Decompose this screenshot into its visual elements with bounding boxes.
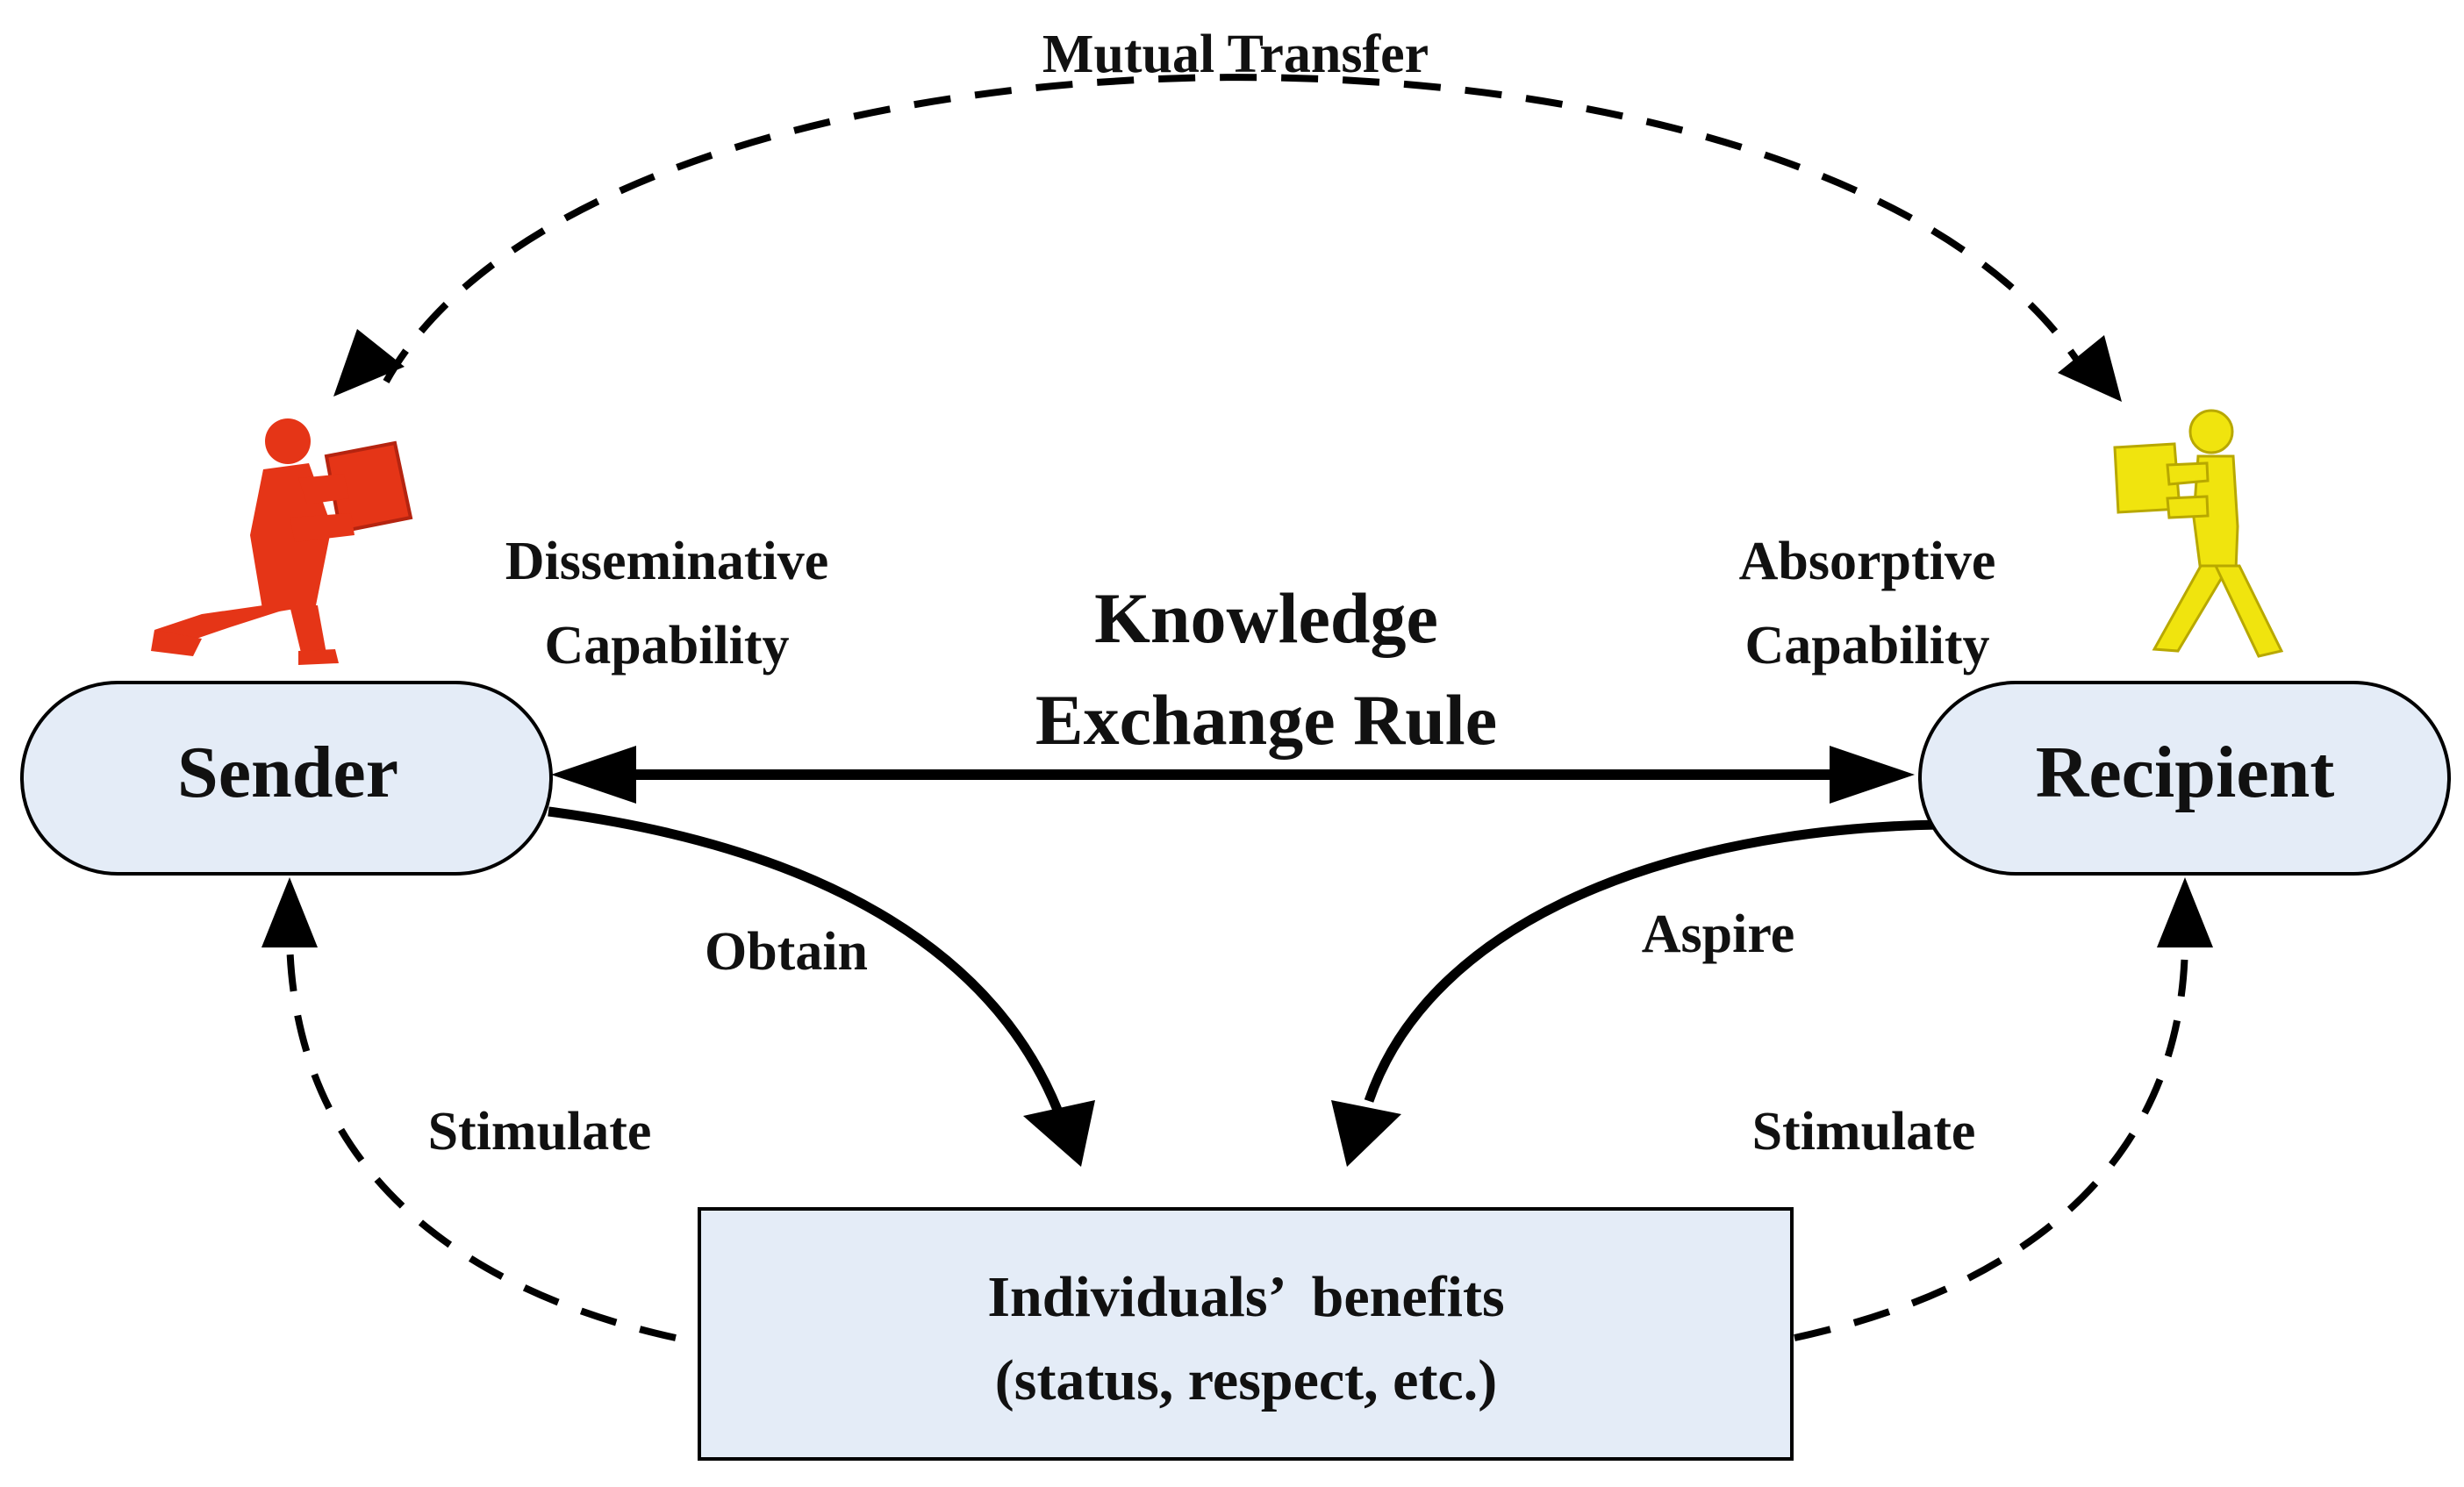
recipient-box — [1918, 681, 2451, 876]
obtain-label: Obtain — [705, 922, 868, 982]
sender-capability-line1: Disseminative — [505, 532, 829, 591]
obtain-edge — [548, 806, 1095, 1167]
mutual-transfer-arc — [383, 74, 2101, 397]
recipient-capability-line1: Absorptive — [1739, 532, 1996, 591]
stimulate-right-arrowhead — [2157, 877, 2213, 947]
stimulate-left-arrowhead — [261, 877, 318, 947]
recipient-label: Recipient — [2036, 732, 2335, 813]
exchange-rule-arrowhead-left — [551, 746, 636, 804]
benefits-label-line2: (status, respect, etc.) — [995, 1348, 1497, 1412]
stimulate-left-edge — [261, 877, 677, 1341]
mutual-transfer-label: Mutual Transfer — [1042, 25, 1429, 84]
stimulate-right-edge — [1794, 877, 2213, 1341]
sender-node: Sender — [20, 681, 553, 876]
person-receiving-box-icon — [2113, 409, 2284, 658]
stimulate-right-curve — [1794, 938, 2188, 1341]
person-carrying-box-icon — [151, 418, 413, 665]
obtain-arrowhead — [1023, 1100, 1095, 1167]
sender-label: Sender — [177, 732, 398, 813]
benefits-node: Individuals’ benefits (status, respect, … — [698, 1207, 1794, 1461]
mutual-transfer-arrowhead-left — [333, 329, 405, 397]
mutual-transfer-edge — [333, 74, 2122, 402]
stimulate-left-label: Stimulate — [428, 1102, 652, 1162]
stimulate-right-label: Stimulate — [1752, 1102, 1976, 1162]
mutual-transfer-arrowhead-right — [2058, 335, 2122, 402]
stimulate-left-curve — [286, 938, 677, 1341]
aspire-edge — [1331, 819, 1940, 1167]
exchange-rule-title-line2: Exchange Rule — [1035, 680, 1497, 760]
benefits-box — [698, 1207, 1794, 1461]
exchange-rule-edge — [551, 746, 1915, 804]
obtain-curve — [548, 806, 1063, 1112]
sender-box — [20, 681, 553, 876]
aspire-label: Aspire — [1642, 904, 1795, 964]
exchange-rule-arrowhead-right — [1830, 746, 1915, 804]
aspire-curve — [1364, 819, 1940, 1103]
recipient-node: Recipient — [1918, 681, 2451, 876]
exchange-rule-title-line1: Knowledge — [1094, 578, 1438, 658]
recipient-capability-line2: Capability — [1744, 616, 1989, 676]
aspire-arrowhead — [1331, 1100, 1401, 1167]
benefits-label-line1: Individuals’ benefits — [987, 1265, 1504, 1329]
sender-capability-line2: Capability — [544, 616, 789, 676]
